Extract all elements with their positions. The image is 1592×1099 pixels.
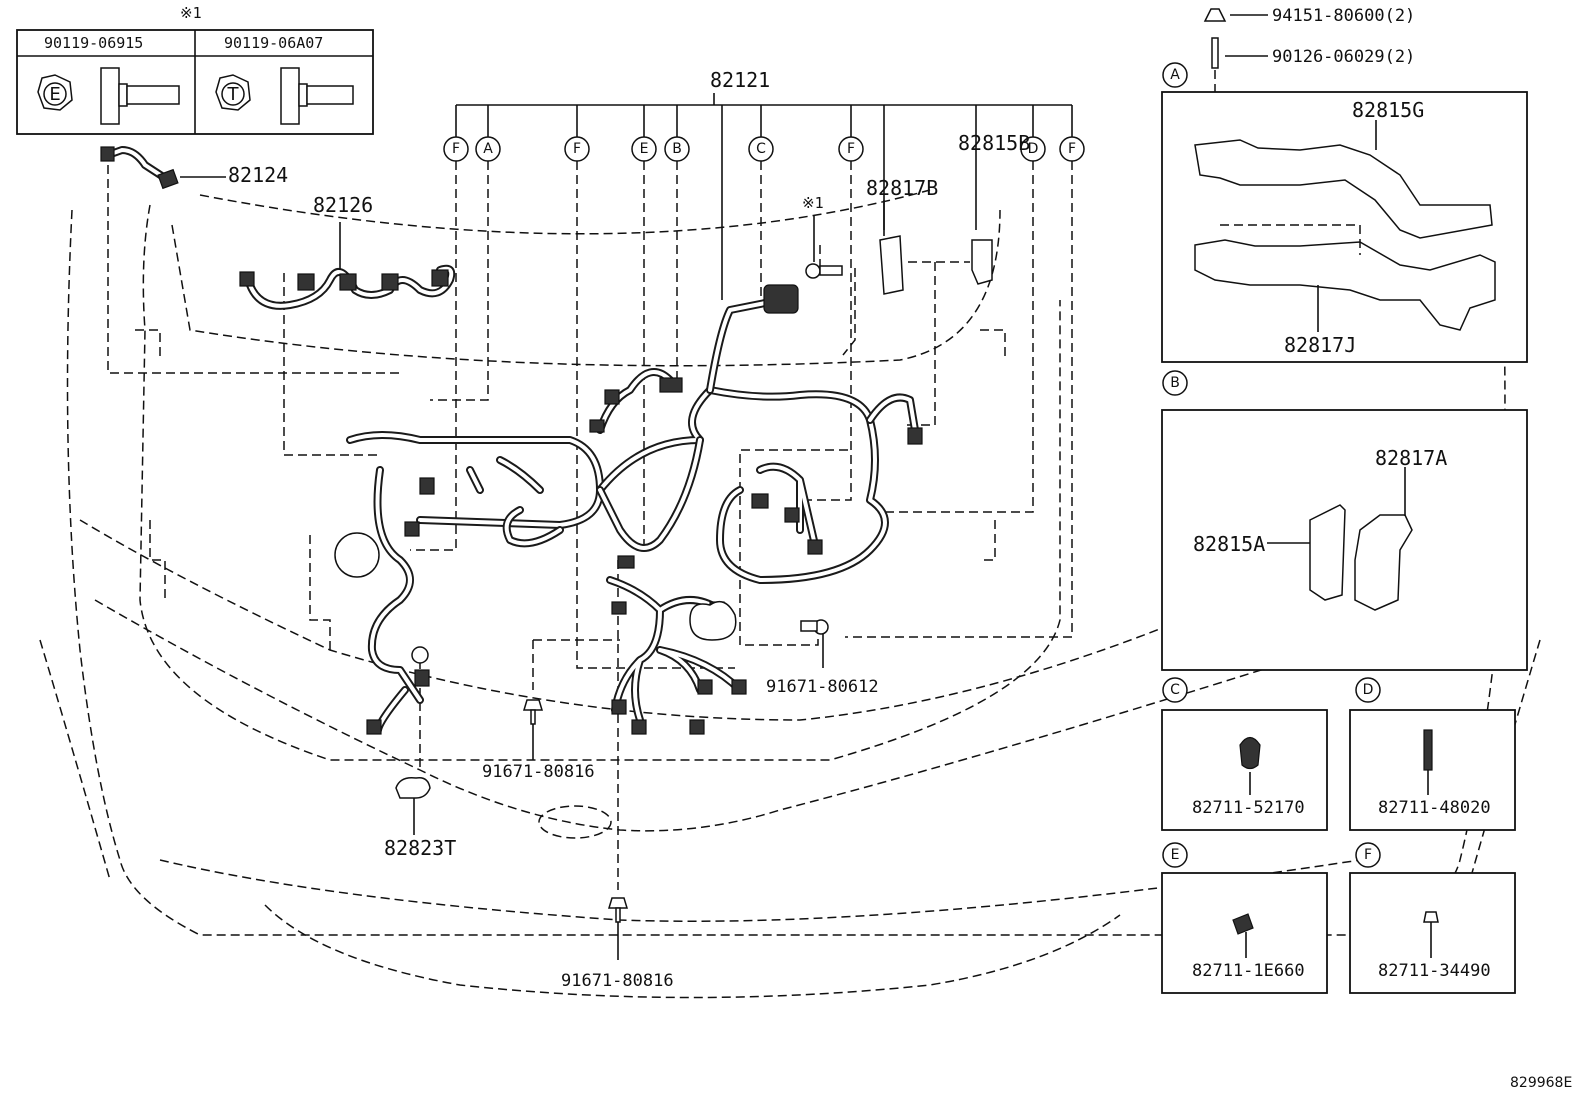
panel-e-letter: E <box>1170 847 1180 863</box>
bolt-part-number-1: 90119-06915 <box>44 34 144 52</box>
panel-b-letter: B <box>1170 375 1180 391</box>
label-stud: 90126-06029(2) <box>1272 47 1416 67</box>
marker-letter-b: B <box>672 141 682 157</box>
marker-letter-f-2: F <box>572 141 582 157</box>
label-82711-52170: 82711-52170 <box>1192 798 1305 818</box>
marker-letter-a: A <box>483 141 493 157</box>
note-symbol: ※1 <box>180 4 202 22</box>
label-82817a: 82817A <box>1375 446 1448 470</box>
main-harness-wires <box>104 146 919 734</box>
label-82815a: 82815A <box>1193 532 1266 556</box>
marker-letter-f-4: F <box>1067 141 1077 157</box>
label-clip-right: 91671-80612 <box>766 677 879 697</box>
small-parts <box>395 235 993 923</box>
panel-d-letter: D <box>1362 682 1374 698</box>
label-82711-48020: 82711-48020 <box>1378 798 1491 818</box>
label-clip-left: 91671-80816 <box>482 762 595 782</box>
bolt-part-number-2: 90119-06A07 <box>224 34 324 52</box>
label-82121: 82121 <box>710 68 771 92</box>
bolt-head-letter-t: T <box>227 84 239 105</box>
label-82711-34490: 82711-34490 <box>1378 961 1491 981</box>
label-82817b: 82817B <box>866 176 939 200</box>
marker-leaders <box>107 161 1073 890</box>
panel-a-letter: A <box>1170 67 1180 83</box>
harness-markers <box>443 136 1085 162</box>
marker-letter-c: C <box>756 141 766 157</box>
panel-a <box>1161 62 1528 363</box>
connectors <box>100 146 923 735</box>
label-82711-1e660: 82711-1E660 <box>1192 961 1305 981</box>
label-nut: 94151-80600(2) <box>1272 6 1416 26</box>
callout-leaders <box>180 14 1268 960</box>
label-82823t: 82823T <box>384 836 457 860</box>
label-clip-bottom: 91671-80816 <box>561 971 674 991</box>
bolt-table <box>16 29 374 135</box>
panel-b <box>1161 370 1528 671</box>
label-82817j: 82817J <box>1284 333 1357 357</box>
bolt-head-letter-e: E <box>49 84 61 105</box>
label-82815b: 82815B <box>958 131 1031 155</box>
marker-letter-d: D <box>1027 141 1039 157</box>
diagram-code: 829968E <box>1510 1075 1573 1091</box>
label-82126: 82126 <box>313 193 374 217</box>
panels-cdef <box>1161 677 1516 994</box>
label-82815g: 82815G <box>1352 98 1425 122</box>
marker-letter-f-1: F <box>451 141 461 157</box>
panel-c-letter: C <box>1170 682 1180 698</box>
panel-f-letter: F <box>1363 847 1373 863</box>
marker-letter-e: E <box>639 141 649 157</box>
marker-letter-f-3: F <box>846 141 856 157</box>
label-note-callout: ※1 <box>802 194 824 212</box>
label-82124: 82124 <box>228 163 289 187</box>
